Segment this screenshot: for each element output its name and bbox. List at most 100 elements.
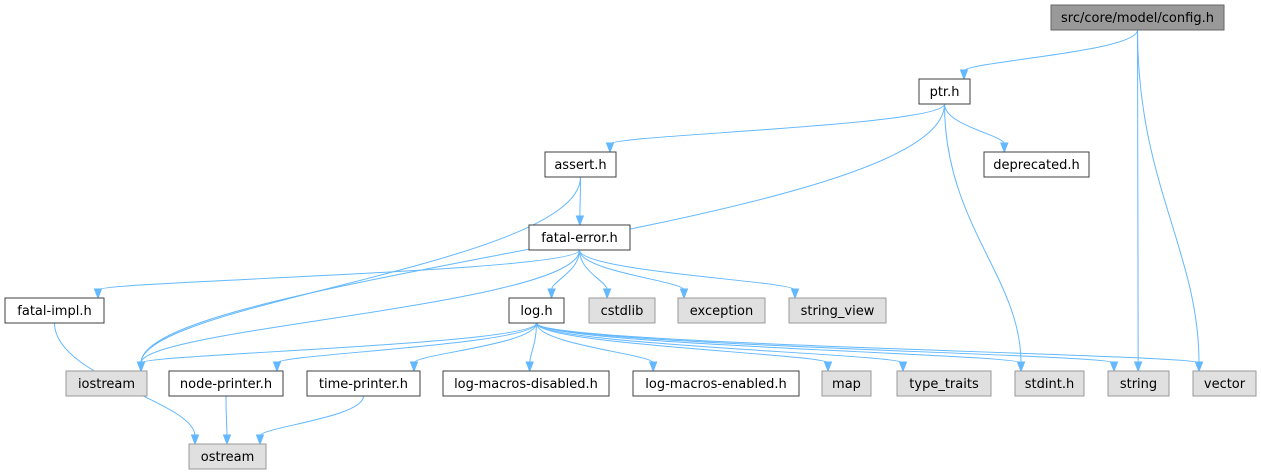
node-label: ostream bbox=[201, 450, 255, 465]
node-label: string_view bbox=[801, 304, 875, 319]
edge-arrowhead bbox=[525, 361, 534, 373]
edge-line bbox=[536, 322, 904, 364]
edge-log_h-to-time_printer_h bbox=[409, 322, 537, 373]
edge-log_h-to-stdint_h bbox=[536, 322, 1026, 373]
node-log-h[interactable]: log.h bbox=[508, 297, 565, 324]
edge-fatal_error_h-to-cstdlib bbox=[579, 249, 612, 300]
node-label: log-macros-enabled.h bbox=[645, 377, 786, 392]
edge-fatal_error_h-to-string_view bbox=[579, 249, 800, 300]
edge-arrowhead bbox=[790, 288, 800, 300]
node-label: deprecated.h bbox=[993, 158, 1079, 173]
edge-time_printer_h-to-ostream bbox=[255, 395, 364, 446]
edge-arrowhead bbox=[605, 142, 615, 154]
edge-ptr_h-to-assert_h bbox=[605, 103, 945, 154]
edge-arrowhead bbox=[222, 434, 232, 446]
node-label: exception bbox=[690, 304, 754, 319]
node-label: string bbox=[1120, 377, 1157, 392]
node-label: time-printer.h bbox=[319, 377, 408, 392]
edge-fatal_error_h-to-fatal_impl_h bbox=[93, 249, 580, 300]
node-map: map bbox=[821, 370, 872, 397]
edge-line bbox=[276, 322, 537, 364]
edge-line bbox=[140, 249, 580, 364]
edge-line bbox=[609, 103, 945, 145]
nodes-layer: src/core/model/config.h ptr.h assert.h d… bbox=[4, 4, 1257, 470]
node-iostream: iostream bbox=[65, 370, 148, 397]
node-label: node-printer.h bbox=[180, 377, 272, 392]
node-string-view: string_view bbox=[788, 297, 887, 324]
edge-line bbox=[551, 249, 580, 291]
edge-arrowhead bbox=[1000, 142, 1009, 154]
node-vector: vector bbox=[1192, 370, 1257, 397]
node-stdint-h: stdint.h bbox=[1014, 370, 1085, 397]
node-node-printer-h[interactable]: node-printer.h bbox=[168, 370, 284, 397]
edge-log_h-to-vector bbox=[536, 322, 1204, 373]
edge-line bbox=[1137, 29, 1139, 364]
edge-line bbox=[536, 322, 654, 364]
node-type-traits: type_traits bbox=[896, 370, 992, 397]
edge-arrowhead bbox=[255, 434, 265, 446]
edge-config_h-to-ptr_h bbox=[959, 29, 1138, 81]
edge-arrowhead bbox=[648, 361, 658, 373]
edge-line bbox=[579, 249, 685, 291]
edge-line bbox=[963, 29, 1138, 72]
edge-log_h-to-map bbox=[536, 322, 833, 373]
edge-log_h-to-node_printer_h bbox=[272, 322, 537, 373]
edge-line bbox=[536, 322, 1200, 364]
node-ostream: ostream bbox=[188, 443, 267, 470]
edge-fatal_error_h-to-log_h bbox=[547, 249, 580, 300]
edge-arrowhead bbox=[679, 288, 689, 300]
edge-line bbox=[944, 103, 1005, 145]
node-label: stdint.h bbox=[1025, 377, 1074, 392]
node-fatal-error-h[interactable]: fatal-error.h bbox=[528, 224, 631, 251]
node-log-macros-enabled-h[interactable]: log-macros-enabled.h bbox=[632, 370, 800, 397]
node-label: ptr.h bbox=[930, 85, 960, 100]
edge-arrowhead bbox=[575, 215, 585, 227]
edge-fatal_error_h-to-exception bbox=[579, 249, 689, 300]
node-label: src/core/model/config.h bbox=[1061, 11, 1214, 26]
node-deprecated-h[interactable]: deprecated.h bbox=[983, 151, 1090, 178]
node-label: iostream bbox=[78, 377, 135, 392]
edge-arrowhead bbox=[959, 69, 969, 81]
edge-log_h-to-string bbox=[536, 322, 1119, 373]
edge-arrowhead bbox=[823, 361, 833, 373]
node-time-printer-h[interactable]: time-printer.h bbox=[306, 370, 421, 397]
edge-line bbox=[140, 322, 537, 364]
node-config-h[interactable]: src/core/model/config.h bbox=[1050, 4, 1225, 31]
edge-arrowhead bbox=[1133, 361, 1143, 373]
node-exception: exception bbox=[677, 297, 766, 324]
edge-arrowhead bbox=[1016, 361, 1026, 373]
edge-line bbox=[944, 103, 1022, 364]
node-fatal-impl-h[interactable]: fatal-impl.h bbox=[4, 297, 105, 324]
edge-arrowhead bbox=[93, 288, 103, 300]
node-log-macros-disabled-h[interactable]: log-macros-disabled.h bbox=[442, 370, 610, 397]
edge-log_h-to-type_traits bbox=[536, 322, 908, 373]
node-label: log.h bbox=[520, 304, 552, 319]
edge-arrowhead bbox=[136, 361, 146, 373]
node-cstdlib: cstdlib bbox=[588, 297, 656, 324]
edge-assert_h-to-fatal_error_h bbox=[575, 176, 585, 227]
node-label: log-macros-disabled.h bbox=[454, 377, 598, 392]
edge-line bbox=[97, 249, 580, 291]
node-ptr-h[interactable]: ptr.h bbox=[918, 78, 971, 105]
edge-log_h-to-iostream bbox=[136, 322, 537, 373]
edge-line bbox=[579, 249, 608, 291]
edge-line bbox=[259, 395, 364, 437]
edge-ptr_h-to-deprecated_h bbox=[944, 103, 1009, 154]
edge-line bbox=[536, 322, 1115, 364]
edge-line bbox=[1137, 29, 1200, 364]
edge-line bbox=[413, 322, 537, 364]
edge-arrowhead bbox=[898, 361, 908, 373]
edge-arrowhead bbox=[1194, 361, 1204, 373]
edge-arrowhead bbox=[272, 361, 282, 373]
edge-arrowhead bbox=[547, 288, 556, 300]
edge-line bbox=[140, 176, 581, 364]
node-string: string bbox=[1107, 370, 1170, 397]
node-assert-h[interactable]: assert.h bbox=[544, 151, 617, 178]
edge-line bbox=[225, 395, 228, 437]
edge-log_h-to-log_macros_disabled_h bbox=[525, 322, 537, 373]
edge-line bbox=[579, 249, 796, 291]
edge-arrowhead bbox=[1109, 361, 1119, 373]
edge-config_h-to-string bbox=[1133, 29, 1143, 373]
edge-line bbox=[536, 322, 829, 364]
